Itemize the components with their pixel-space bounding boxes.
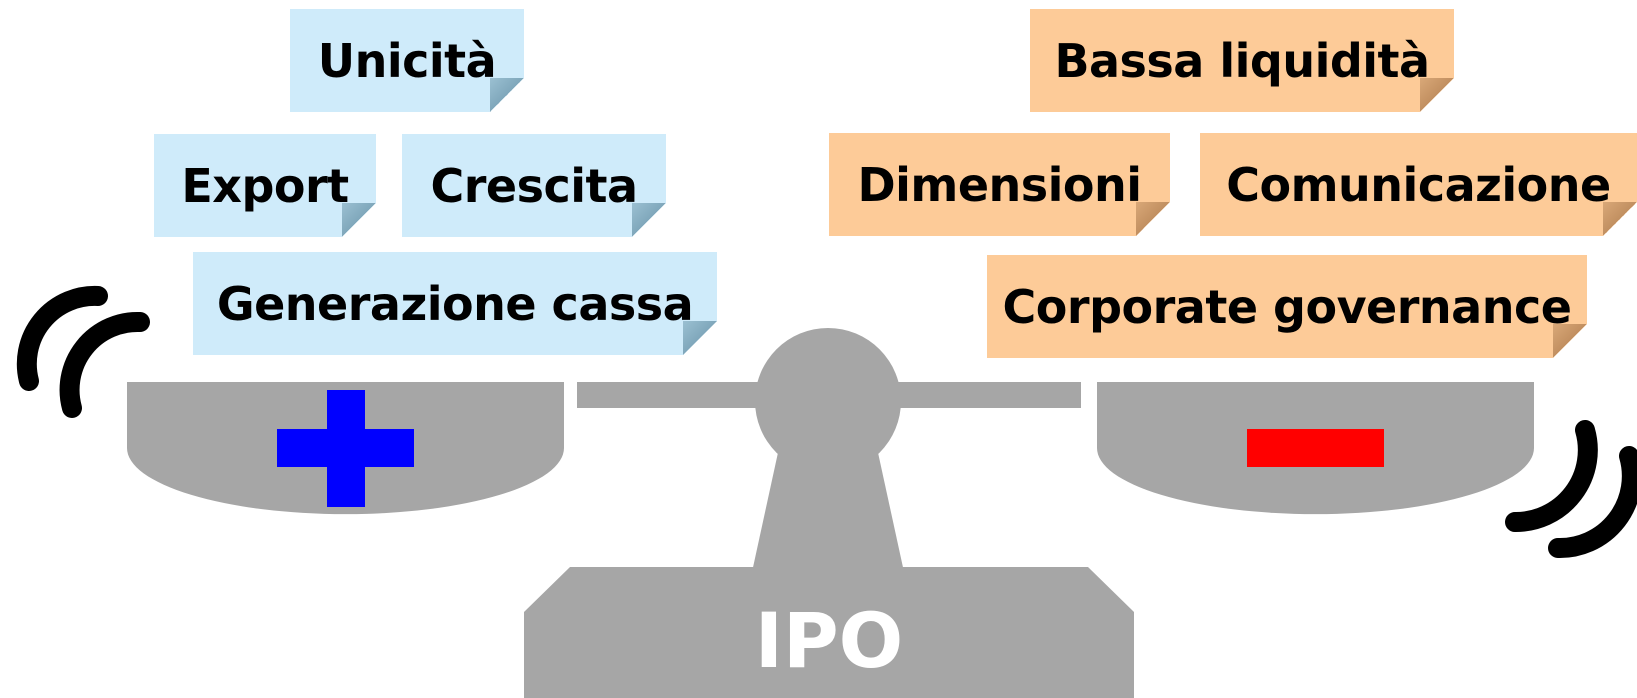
- pro-note-crescita: Crescita: [402, 134, 666, 237]
- pro-note-label: Unicità: [317, 33, 497, 88]
- con-note-dimensioni: Dimensioni: [829, 133, 1170, 236]
- con-note-comunicazione: Comunicazione: [1200, 133, 1637, 236]
- con-note-label: Comunicazione: [1226, 157, 1611, 212]
- pro-note-generazione-cassa: Generazione cassa: [193, 252, 717, 355]
- plus-icon: [277, 390, 414, 507]
- pro-note-label: Crescita: [430, 158, 638, 213]
- minus-icon: [1247, 429, 1384, 467]
- right-motion-marks-icon: [1505, 420, 1637, 559]
- con-note-label: Bassa liquidità: [1054, 33, 1430, 88]
- pro-note-label: Export: [181, 158, 349, 213]
- con-note-bassa-liquidita: Bassa liquidità: [1030, 9, 1454, 112]
- con-note-corporate-governance: Corporate governance: [987, 255, 1587, 358]
- ipo-label: IPO: [754, 595, 904, 685]
- pro-note-label: Generazione cassa: [216, 276, 694, 331]
- left-motion-marks-icon: [16, 285, 150, 418]
- pro-note-export: Export: [154, 134, 376, 237]
- con-note-label: Corporate governance: [1002, 279, 1572, 334]
- scale-base: [524, 567, 1134, 698]
- pro-note-unicita: Unicità: [290, 9, 524, 112]
- con-note-label: Dimensioni: [857, 157, 1142, 212]
- scale-pivot: [755, 328, 901, 474]
- scale-column: [752, 448, 904, 572]
